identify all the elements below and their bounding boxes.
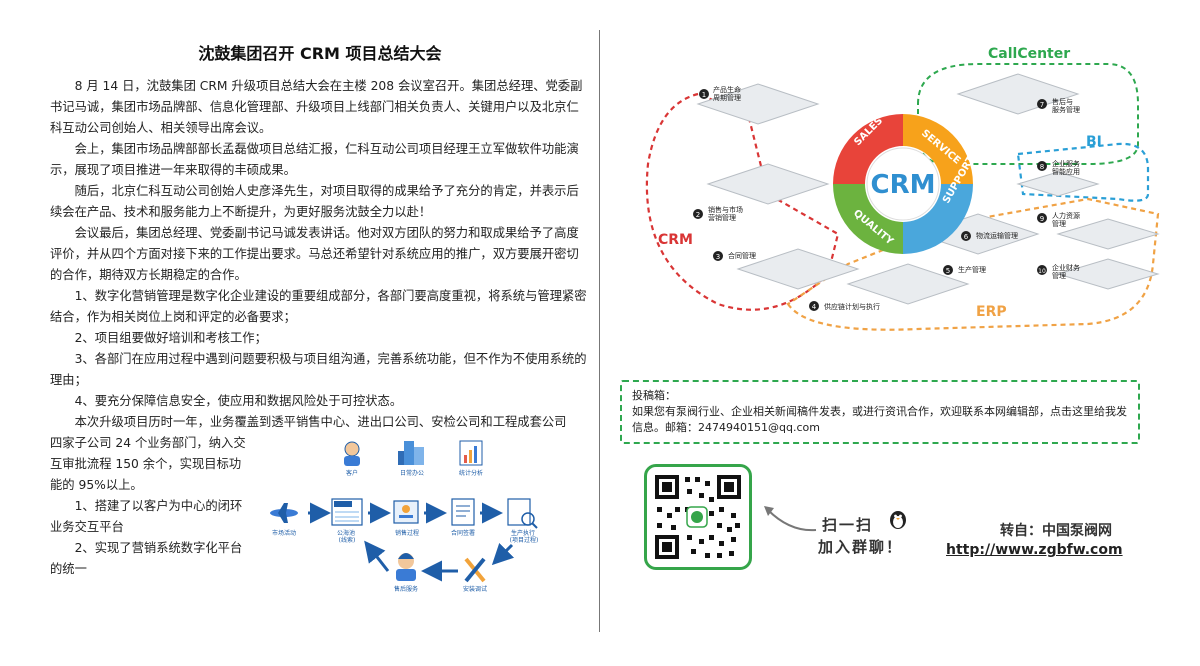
article-paragraph: 3、各部门在应用过程中遇到问题要积极与项目组沟通，完善系统功能，但不作为不使用系… (50, 352, 587, 387)
flow-node-market: 市场活动 (272, 529, 296, 537)
flow-node-production-line1: 生产执行 (511, 529, 535, 537)
svg-text:2: 2 (696, 211, 700, 219)
article-paragraph: 随后，北京仁科互动公司创始人史彦泽先生，对项目取得的成果给予了充分的肯定，并表示… (50, 184, 579, 219)
callcenter-region (917, 63, 1139, 165)
region-label-crm: CRM (658, 232, 693, 248)
penguin-icon (890, 511, 906, 529)
article-paragraph: 1、搭建了以客户为中心的闭环业务交互平台 (50, 499, 243, 534)
tools-icon (464, 557, 486, 583)
svg-text:1: 1 (702, 91, 706, 99)
scan-line-2: 加入群聊！ (818, 538, 904, 556)
flow-node-opportunity: 公海池 (线索) (337, 529, 357, 544)
qr-code-pattern (655, 475, 741, 559)
region-label-bi: BI (1086, 134, 1102, 150)
flow-node-production-line2: (项目过程) (510, 536, 539, 544)
scan-line-1: 扫一扫 (822, 516, 874, 534)
article-paragraph: 8 月 14 日，沈鼓集团 CRM 升级项目总结大会在主楼 208 会议室召开。… (50, 79, 583, 135)
flow-node-daily-office: 日常办公 (400, 469, 424, 477)
module-7-label: 售后与服务管理 (1052, 97, 1080, 114)
svg-text:5: 5 (946, 267, 950, 275)
flow-node-opportunity-line1: 公海池 (337, 529, 355, 537)
region-label-erp: ERP (976, 304, 1007, 320)
ring-center-label: CRM (871, 170, 936, 200)
crm-region (645, 92, 840, 311)
article-paragraph: 四家子公司 24 个业务部门，纳入交互审批流程 150 余个，实现目标功能的 9… (50, 436, 246, 492)
svg-text:7: 7 (1040, 101, 1044, 109)
column-divider (599, 30, 600, 632)
customer-icon (344, 441, 360, 466)
airplane-icon (270, 503, 298, 523)
module-2-label: 销售与市场营销管理 (708, 205, 743, 222)
flow-node-contract: 合同签署 (451, 529, 475, 537)
sales-process-icon (393, 500, 419, 524)
service-engineer-icon (396, 553, 416, 581)
source-label: 转自：中国泵阀网 (1000, 523, 1112, 539)
article-paragraph: 1、数字化营销管理是数字化企业建设的重要组成部分，各部门要高度重视，将系统与管理… (50, 289, 587, 324)
article-title: 沈鼓集团召开 CRM 项目总结大会 (198, 44, 442, 63)
svg-text:3: 3 (716, 253, 720, 261)
region-label-callcenter: CallCenter (988, 46, 1070, 62)
scan-join-text: 扫一扫 加入群聊！ (818, 514, 903, 558)
flow-node-opportunity-line2: (线索) (339, 536, 356, 544)
module-1-label: 产品生命周期管理 (713, 85, 741, 102)
ring-segment-quality (833, 184, 903, 254)
svg-text:9: 9 (1040, 215, 1044, 223)
article-paragraph: 2、实现了营销系统数字化平台的统一 (50, 541, 243, 576)
source-link[interactable]: http://www.zgbfw.com (946, 542, 1123, 558)
ring-segment-support (903, 184, 973, 254)
module-6-label: 物流运输管理 (976, 231, 1018, 240)
contribute-box[interactable]: 投稿箱： 如果您有泵阀行业、企业相关新闻稿件发表，或进行资讯合作，欢迎联系本网编… (620, 380, 1140, 444)
production-magnifier-icon (507, 498, 538, 529)
business-flow-diagram: 客户 日常办公 统计分析 市场活动 (270, 440, 539, 593)
article-paragraph: 会上，集团市场品牌部部长孟磊做项目总结汇报，仁科互动公司项目经理王立军做软件功能… (50, 142, 579, 177)
flow-node-customer: 客户 (346, 469, 358, 477)
article-paragraph: 会议最后，集团总经理、党委副书记马诚发表讲话。他对双方团队的努力和取成果给予了高… (50, 226, 579, 282)
article-paragraph: 4、要充分保障信息安全，使应用和数据风险处于可控状态。 (74, 394, 403, 408)
module-markers: 1 产品生命周期管理 2 销售与市场营销管理 3 合同管理 4 供应链计划与执行… (693, 85, 1080, 311)
svg-text:8: 8 (1040, 163, 1044, 171)
qr-code (644, 464, 752, 570)
ring-segment-service (903, 114, 973, 184)
bi-region (1016, 142, 1150, 202)
contract-document-icon (451, 498, 475, 526)
svg-text:10: 10 (1038, 268, 1046, 275)
module-10-label: 企业财务管理 (1052, 263, 1080, 280)
flow-node-sales: 销售过程 (395, 529, 419, 537)
flow-node-after-sales: 售后服务 (394, 585, 418, 593)
news-icon (331, 498, 363, 526)
isometric-platforms (696, 73, 1160, 305)
module-8-label: 企业服务智能应用 (1052, 159, 1080, 176)
split-text: 四家子公司 24 个业务部门，纳入交互审批流程 150 余个，实现目标功能的 9… (50, 433, 250, 580)
crm-ring: CRM SALES SERVICE SUPPORT QUALITY (833, 114, 977, 254)
module-9-label: 人力资源管理 (1052, 211, 1080, 228)
crm-system-figure: CallCenter BI CRM ERP CRM SALES SERVICE … (645, 46, 1160, 331)
flow-node-production: 生产执行 (项目过程) (510, 529, 539, 544)
ring-segment-sales (833, 114, 903, 184)
contribute-text[interactable]: 如果您有泵阀行业、企业相关新闻稿件发表，或进行资讯合作，欢迎联系本网编辑部，点击… (632, 405, 1127, 434)
flow-node-stats: 统计分析 (459, 469, 483, 477)
article-paragraph: 本次升级项目历时一年，业务覆盖到透平销售中心、进出口公司、安检公司和工程成套公司 (74, 415, 567, 429)
module-4-label: 供应链计划与执行 (824, 302, 880, 311)
article-paragraph: 2、项目组要做好培训和考核工作； (74, 331, 267, 345)
contribute-heading: 投稿箱： (632, 389, 676, 402)
pointing-arrow-icon (764, 506, 817, 532)
office-building-icon (398, 441, 424, 465)
svg-text:4: 4 (812, 303, 817, 311)
module-3-label: 合同管理 (728, 251, 756, 260)
module-5-label: 生产管理 (958, 265, 986, 274)
bar-chart-icon (459, 440, 483, 466)
flow-node-install: 安装调试 (463, 585, 487, 593)
article-split-section: 四家子公司 24 个业务部门，纳入交互审批流程 150 余个，实现目标功能的 9… (50, 433, 590, 603)
article: 沈鼓集团召开 CRM 项目总结大会 8 月 14 日，沈鼓集团 CRM 升级项目… (50, 30, 590, 603)
svg-text:6: 6 (964, 233, 969, 241)
